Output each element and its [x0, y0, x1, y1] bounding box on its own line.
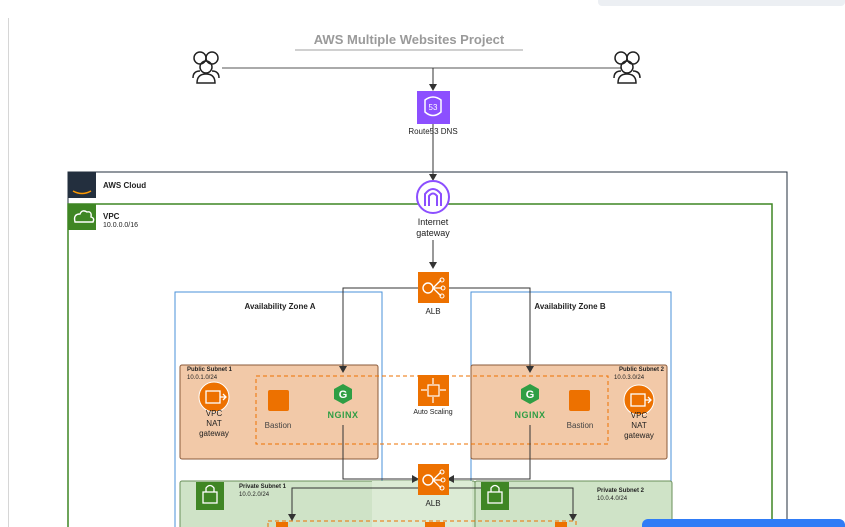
private-subnet-1-label: Private Subnet 1	[239, 484, 287, 490]
nat-gateway-b-label-line2: NAT	[631, 421, 647, 430]
auto-scaling-label: Auto Scaling	[413, 409, 453, 416]
svg-text:G: G	[339, 389, 348, 401]
nginx-a-label: NGINX	[327, 410, 359, 420]
auto-scaling-group-box-lower	[267, 520, 577, 527]
alb-icon	[418, 272, 449, 303]
internet-gateway-label-line2: gateway	[416, 228, 450, 238]
public-subnet-1-cidr: 10.0.1.0/24	[187, 375, 218, 381]
nat-gateway-a-label-line3: gateway	[199, 429, 229, 438]
route53-icon: 53	[417, 91, 450, 124]
bastion-instance-icon	[569, 390, 590, 411]
vpc-cidr: 10.0.0.0/16	[103, 222, 139, 229]
vpc-cloud-icon	[68, 204, 96, 230]
aws-logo-icon	[68, 172, 96, 198]
public-subnet-2-cidr: 10.0.3.0/24	[614, 375, 645, 381]
internet-gateway-label-line1: Internet	[417, 217, 449, 227]
svg-text:53: 53	[429, 103, 438, 112]
nat-gateway-b-label-line1: VPC	[630, 411, 648, 420]
public-subnet-2-label: Public Subnet 2	[618, 367, 664, 373]
users-icon	[613, 51, 641, 84]
nat-gateway-b-label: VPC NAT gateway	[614, 411, 664, 441]
alb-to-nginx-a-arrow	[339, 287, 418, 373]
diagram-title: AWS Multiple Websites Project	[313, 32, 505, 47]
alb-internal-icon	[418, 464, 449, 495]
svg-text:G: G	[526, 389, 535, 401]
nat-gateway-a-label-line1: VPC	[205, 409, 223, 418]
instance-icon	[555, 522, 567, 527]
nat-gateway-b-label-line3: gateway	[624, 431, 654, 440]
bastion-b-label: Bastion	[566, 421, 594, 430]
nat-gateway-a-label-line2: NAT	[206, 419, 222, 428]
nginx-icon: G	[334, 384, 352, 404]
private-subnet-1-cidr: 10.0.2.0/24	[239, 492, 270, 498]
nginx-b-label: NGINX	[514, 410, 546, 420]
availability-zone-b-label: Availability Zone B	[534, 302, 606, 311]
public-subnet-1-label: Public Subnet 1	[187, 367, 233, 373]
window-top-bar	[598, 0, 845, 6]
availability-zone-a-label: Availability Zone A	[244, 302, 316, 311]
alb-internal-label: ALB	[425, 499, 441, 508]
private-subnet-2-cidr: 10.0.4.0/24	[597, 496, 628, 502]
bastion-a-label: Bastion	[264, 421, 292, 430]
internet-gateway-label: Internet gateway	[403, 217, 463, 239]
private-subnet-lock-icon	[481, 482, 509, 510]
nginx-b-to-alb2-arrow	[447, 425, 531, 483]
route53-label: Route53 DNS	[408, 127, 458, 136]
nat-gateway-a-label: VPC NAT gateway	[189, 409, 239, 439]
vpc-label: VPC	[103, 212, 120, 221]
public-subnet-1-box	[179, 364, 379, 460]
instance-icon	[276, 522, 288, 527]
instance-icon	[425, 522, 445, 527]
bastion-instance-icon	[268, 390, 289, 411]
private-subnet-lock-icon	[196, 482, 224, 510]
nat-gateway-icon	[198, 381, 230, 413]
nginx-icon: G	[521, 384, 539, 404]
alb2-to-private-a-arrow	[288, 487, 418, 521]
nat-gateway-icon	[623, 384, 655, 416]
canvas-left-edge	[8, 18, 9, 527]
internet-gateway-icon	[416, 180, 450, 214]
alb-to-nginx-b-arrow	[448, 287, 534, 373]
nginx-a-to-alb2-arrow	[342, 425, 419, 483]
users-icon	[192, 51, 220, 84]
private-subnet-2-label: Private Subnet 2	[597, 488, 645, 494]
public-subnet-2-box	[470, 364, 668, 460]
auto-scaling-icon	[418, 375, 449, 406]
alb-label: ALB	[425, 307, 441, 316]
aws-cloud-label: AWS Cloud	[103, 181, 147, 190]
availability-zone-a-box	[174, 291, 383, 527]
bottom-panel-tab[interactable]	[642, 519, 845, 527]
